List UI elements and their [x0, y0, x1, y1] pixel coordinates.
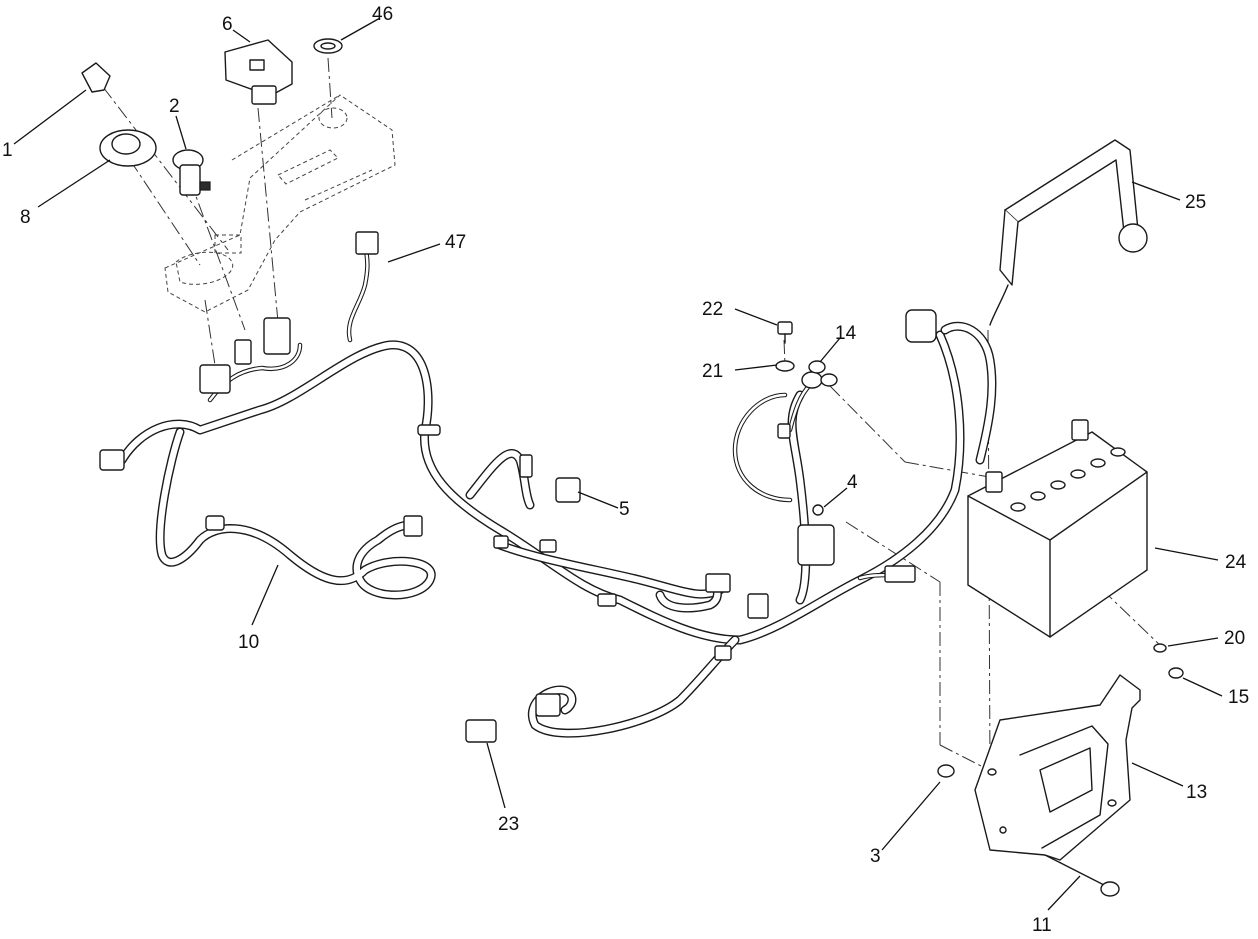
callout-13: 13: [1186, 782, 1207, 803]
callout-5: 5: [619, 499, 630, 520]
callout-47: 47: [445, 232, 466, 253]
callout-15: 15: [1228, 687, 1249, 708]
callout-46: 46: [372, 4, 393, 25]
leader-lines: [13, 17, 1223, 911]
callout-4: 4: [847, 472, 858, 493]
callout-20: 20: [1224, 628, 1245, 649]
callout-23: 23: [498, 814, 519, 835]
hold-down-rod: [989, 139, 1148, 326]
callout-1: 1: [2, 140, 13, 161]
callout-11: 11: [1032, 915, 1052, 936]
wire-harness: [99, 231, 997, 743]
small-parts: [81, 38, 1184, 897]
callout-22: 22: [702, 299, 723, 320]
callout-labels: 1 2 3 4 5 6 8 10 11 13 14 15 20 21 22 23…: [2, 4, 1249, 936]
control-panel-outline: [164, 94, 396, 313]
callout-6: 6: [222, 14, 233, 35]
callout-14: 14: [835, 323, 857, 344]
callout-3: 3: [870, 846, 881, 867]
callout-24: 24: [1225, 552, 1247, 573]
callout-8: 8: [20, 207, 31, 228]
callout-2: 2: [169, 96, 180, 117]
callout-21: 21: [702, 361, 723, 382]
battery: [967, 419, 1148, 638]
callout-25: 25: [1185, 192, 1206, 213]
battery-bracket: [974, 674, 1141, 861]
callout-10: 10: [238, 632, 259, 653]
